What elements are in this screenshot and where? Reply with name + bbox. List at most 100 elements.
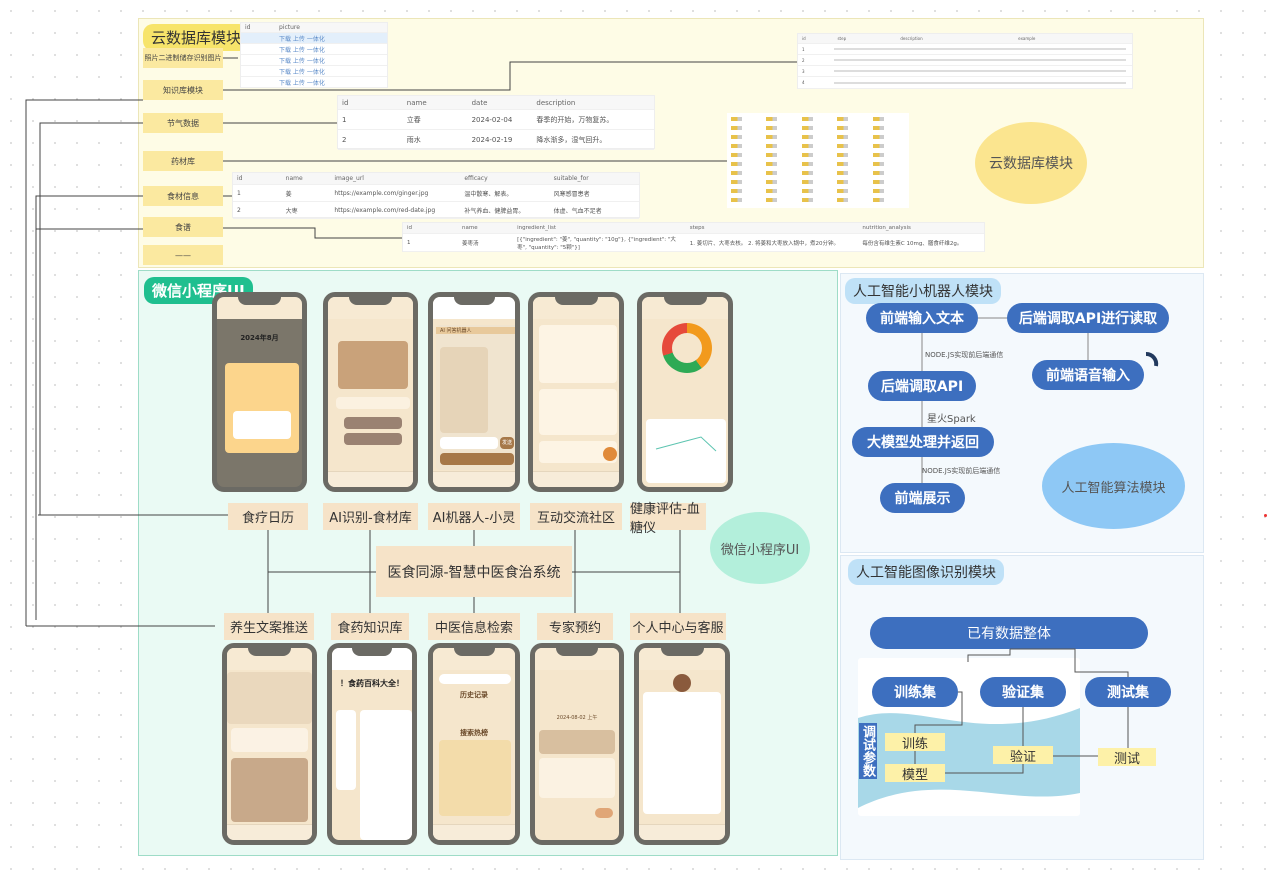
cell: 温中散寒、解表。 bbox=[464, 190, 513, 198]
phone-community[interactable] bbox=[528, 292, 624, 492]
node-test-set[interactable]: 测试集 bbox=[1085, 677, 1171, 707]
node-llm[interactable]: 大模型处理并返回 bbox=[852, 427, 994, 457]
edge-label-spark: 星火Spark bbox=[927, 414, 976, 425]
cell: 补气养血、健脾益胃。 bbox=[464, 207, 525, 215]
phone-expert[interactable]: 2024-08-02 上午 bbox=[530, 643, 624, 845]
db-label-solar-terms[interactable]: 节气数据 bbox=[143, 113, 223, 133]
book-button[interactable] bbox=[595, 808, 613, 818]
menu-icons bbox=[231, 728, 308, 752]
cell: 1. 姜切片、大枣去核。 2. 将姜和大枣放入锅中，煮20分钟。 bbox=[689, 240, 839, 247]
phone-ai-robot[interactable]: AI 问答机器人 发送 bbox=[428, 292, 520, 492]
phone-blood-sugar[interactable] bbox=[637, 292, 733, 492]
step-train: 训练 bbox=[885, 733, 945, 752]
label-food-medicine-kb[interactable]: 食药知识库 bbox=[331, 613, 409, 640]
th: name bbox=[406, 98, 427, 107]
ai-title: AI 问答机器人 bbox=[436, 327, 515, 334]
search-input[interactable] bbox=[439, 674, 511, 684]
node-frontend-text[interactable]: 前端输入文本 bbox=[866, 303, 978, 333]
step-test: 测试 bbox=[1098, 748, 1156, 767]
label-expert-booking[interactable]: 专家预约 bbox=[537, 613, 613, 640]
phone-calendar[interactable]: 2024年8月 bbox=[212, 292, 307, 492]
th: date bbox=[471, 98, 488, 107]
cell: 1 bbox=[237, 189, 241, 197]
cell: 春季的开始，万物复苏。 bbox=[536, 115, 614, 124]
glucose-gauge bbox=[662, 323, 712, 373]
node-backend-api[interactable]: 后端调取API bbox=[868, 371, 976, 401]
step-validate: 验证 bbox=[993, 746, 1053, 765]
robot-title: 人工智能小机器人模块 bbox=[845, 278, 1001, 304]
db-label-ingredients[interactable]: 食材信息 bbox=[143, 186, 223, 206]
phone-profile[interactable] bbox=[634, 643, 730, 845]
cell: 下载 上传 一体化 bbox=[279, 46, 325, 54]
db-label-recipes[interactable]: 食谱 bbox=[143, 217, 223, 237]
cell: 1 bbox=[802, 46, 805, 52]
th: description bbox=[900, 36, 923, 41]
label-tcm-search[interactable]: 中医信息检索 bbox=[428, 613, 520, 640]
cell: 1 bbox=[342, 115, 347, 124]
cloud-db-title: 云数据库模块 bbox=[143, 24, 250, 51]
button[interactable] bbox=[344, 433, 402, 445]
image-rec-title: 人工智能图像识别模块 bbox=[848, 559, 1004, 585]
phone-baike[interactable]: ！食药百科大全！ bbox=[327, 643, 417, 845]
cell: 2024-02-19 bbox=[471, 135, 513, 144]
node-frontend-voice[interactable]: 前端语音输入 bbox=[1032, 360, 1144, 390]
post-card[interactable] bbox=[539, 325, 617, 383]
baike-title: ！食药百科大全！ bbox=[340, 679, 404, 688]
add-post-button[interactable] bbox=[603, 447, 617, 461]
cell: 下载 上传 一体化 bbox=[279, 79, 325, 87]
label-community[interactable]: 互动交流社区 bbox=[530, 503, 622, 530]
cell: 雨水 bbox=[406, 135, 421, 144]
calendar-month: 2024年8月 bbox=[240, 334, 279, 342]
cell: [{"ingredient": "姜", "quantity": "10g"},… bbox=[517, 236, 676, 251]
send-button[interactable]: 发送 bbox=[500, 437, 514, 449]
post-card[interactable] bbox=[539, 389, 617, 435]
cell: 4 bbox=[802, 80, 805, 85]
th: name bbox=[462, 225, 478, 231]
cell: 下载 上传 一体化 bbox=[279, 57, 325, 65]
cell: 2 bbox=[802, 57, 805, 63]
label-health-glucose[interactable]: 健康评估-血糖仪 bbox=[630, 502, 706, 536]
food-photo bbox=[338, 341, 408, 389]
booking-date: 2024-08-02 上午 bbox=[556, 715, 598, 721]
db-label-photos[interactable]: 照片二进制储存识别图片 bbox=[143, 48, 223, 68]
cell: https://example.com/red-date.jpg bbox=[334, 206, 436, 214]
node-frontend-display[interactable]: 前端展示 bbox=[880, 483, 965, 513]
th: name bbox=[285, 175, 303, 182]
article-card[interactable] bbox=[231, 758, 308, 822]
chat-panel: AI 问答机器人 发送 bbox=[436, 325, 515, 470]
menu-list[interactable] bbox=[643, 692, 721, 814]
button[interactable] bbox=[344, 417, 402, 429]
post-card[interactable] bbox=[539, 441, 617, 463]
label-ai-recognition[interactable]: AI识别-食材库 bbox=[323, 503, 418, 530]
cell: 风寒感冒患者 bbox=[553, 190, 590, 198]
phone-ai-recognition[interactable] bbox=[323, 292, 418, 492]
cell: 2 bbox=[342, 135, 347, 144]
th: ingredient_list bbox=[517, 225, 556, 231]
db-label-more[interactable]: —— bbox=[143, 245, 223, 265]
label-ai-robot[interactable]: AI机器人-小灵 bbox=[428, 503, 520, 530]
db-label-knowledge[interactable]: 知识库模块 bbox=[143, 80, 223, 100]
label-profile-service[interactable]: 个人中心与客服 bbox=[630, 613, 726, 640]
label-diet-calendar[interactable]: 食疗日历 bbox=[228, 503, 308, 530]
node-all-data[interactable]: 已有数据整体 bbox=[870, 617, 1148, 649]
th: id bbox=[407, 225, 413, 231]
th: suitable_for bbox=[553, 175, 589, 182]
db-label-herbs[interactable]: 药材库 bbox=[143, 151, 223, 171]
hot-title: 搜索热榜 bbox=[460, 729, 488, 737]
node-backend-api-read[interactable]: 后端调取API进行读取 bbox=[1007, 303, 1169, 333]
glucose-line bbox=[655, 436, 717, 452]
red-dot bbox=[1264, 514, 1267, 517]
phone-tcm-search[interactable]: 历史记录 搜索热榜 bbox=[428, 643, 520, 845]
node-train-set[interactable]: 训练集 bbox=[872, 677, 958, 707]
node-val-set[interactable]: 验证集 bbox=[980, 677, 1066, 707]
phone-wellness[interactable] bbox=[222, 643, 317, 845]
expert-card[interactable] bbox=[539, 730, 615, 754]
result-box bbox=[336, 397, 410, 409]
cell: 大枣 bbox=[285, 207, 298, 215]
th: image_url bbox=[334, 175, 364, 182]
label-wellness-push[interactable]: 养生文案推送 bbox=[224, 613, 314, 640]
